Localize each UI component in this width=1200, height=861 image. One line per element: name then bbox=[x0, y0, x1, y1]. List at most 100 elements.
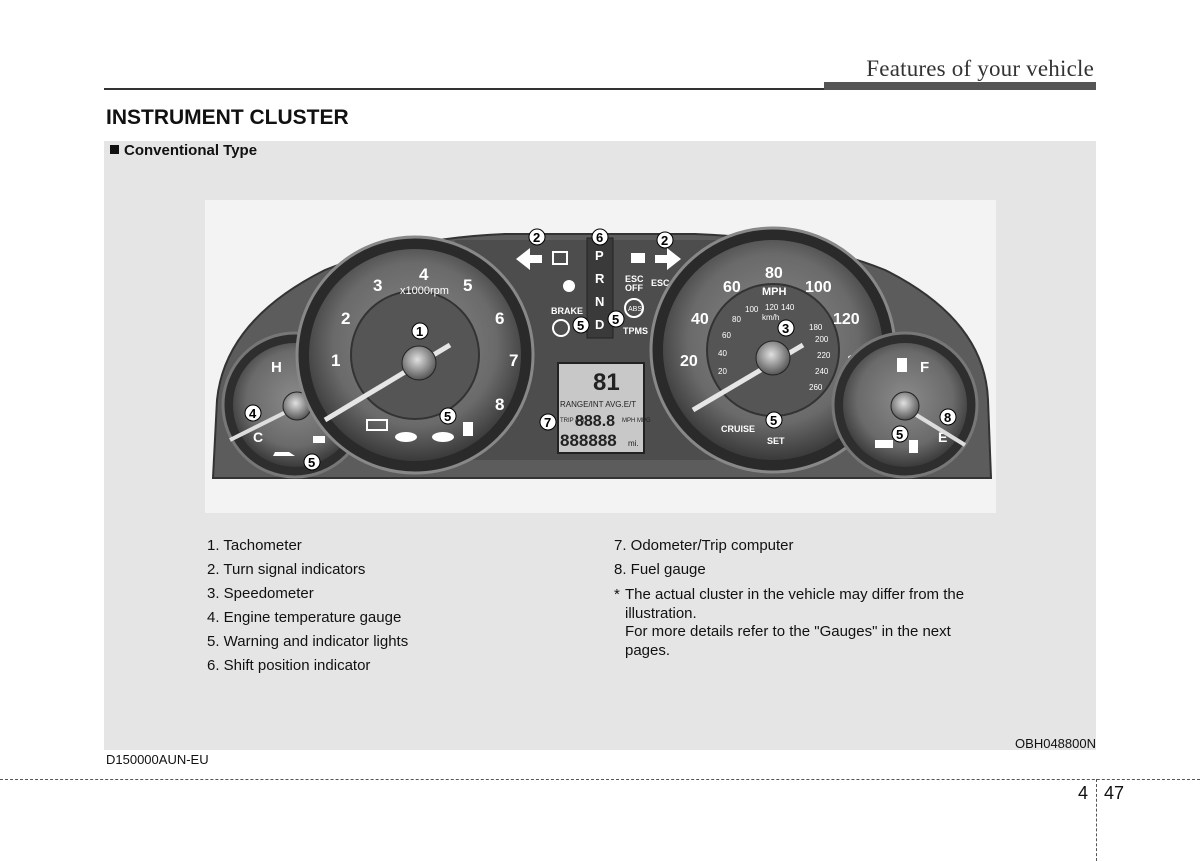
washer-fluid-icon bbox=[875, 440, 893, 448]
svg-text:5: 5 bbox=[444, 409, 451, 424]
trunk-open-icon bbox=[432, 432, 454, 442]
mph-number-80: 80 bbox=[765, 265, 783, 282]
mph-unit-label: MPH bbox=[762, 286, 787, 298]
page-chapter-number: 4 bbox=[1078, 783, 1088, 804]
brake-warning-label: BRAKE bbox=[551, 306, 583, 316]
set-indicator: SET bbox=[767, 436, 785, 446]
svg-text:2: 2 bbox=[533, 230, 540, 245]
svg-text:ABS: ABS bbox=[628, 306, 642, 313]
legend-item: 1. Tachometer bbox=[207, 534, 408, 558]
tach-number-7: 7 bbox=[509, 351, 518, 370]
tach-number-4: 4 bbox=[419, 265, 429, 284]
svg-text:2: 2 bbox=[661, 233, 668, 248]
callout-5-speedo: 5 bbox=[766, 412, 782, 428]
figure-caption: Conventional Type bbox=[110, 142, 257, 159]
gear-n: N bbox=[595, 294, 604, 309]
fuel-full-label: F bbox=[920, 359, 929, 376]
image-code: OBH048800N bbox=[1015, 736, 1096, 751]
lcd-trip-digits: 888.8 bbox=[575, 413, 615, 430]
mph-number-60: 60 bbox=[723, 279, 741, 296]
tach-number-2: 2 bbox=[341, 309, 350, 328]
callout-5-temp: 5 bbox=[304, 454, 320, 470]
tach-number-6: 6 bbox=[495, 309, 504, 328]
chapter-title: Features of your vehicle bbox=[866, 56, 1094, 82]
section-heading: INSTRUMENT CLUSTER bbox=[106, 106, 349, 130]
kmh-number-40: 40 bbox=[718, 349, 727, 358]
callout-7: 7 bbox=[540, 414, 556, 430]
tach-unit-label: x1000rpm bbox=[400, 285, 449, 297]
airbag-warning-icon bbox=[563, 280, 575, 292]
svg-text:5: 5 bbox=[770, 413, 777, 428]
callout-5-abs: 5 bbox=[608, 311, 624, 327]
tach-number-3: 3 bbox=[373, 276, 382, 295]
bullet-square-icon bbox=[110, 145, 119, 154]
kmh-number-140: 140 bbox=[781, 303, 795, 312]
svg-text:5: 5 bbox=[612, 312, 619, 327]
svg-text:OFF: OFF bbox=[625, 283, 643, 293]
svg-text:6: 6 bbox=[596, 230, 603, 245]
kmh-number-180: 180 bbox=[809, 323, 823, 332]
page-footer-divider bbox=[0, 779, 1200, 780]
legend-item: 5. Warning and indicator lights bbox=[207, 630, 408, 654]
svg-text:3: 3 bbox=[782, 321, 789, 336]
header-rule-accent bbox=[824, 82, 1096, 90]
mph-number-40: 40 bbox=[691, 311, 709, 328]
kmh-number-220: 220 bbox=[817, 351, 831, 360]
legend-item: 8. Fuel gauge bbox=[614, 558, 994, 582]
legend-item: 4. Engine temperature gauge bbox=[207, 606, 408, 630]
callout-6: 6 bbox=[592, 229, 608, 245]
lcd-odo-digits: 888888 bbox=[560, 431, 617, 450]
cluster-drawing: H C 1 2 3 4 5 6 7 8 x1000rpm bbox=[205, 200, 996, 513]
kmh-number-240: 240 bbox=[815, 367, 829, 376]
tach-number-8: 8 bbox=[495, 395, 504, 414]
svg-text:1: 1 bbox=[416, 324, 423, 339]
page-number-divider bbox=[1096, 779, 1097, 861]
gear-r: R bbox=[595, 271, 605, 286]
page-number: 47 bbox=[1104, 783, 1124, 804]
callout-8: 8 bbox=[940, 409, 956, 425]
legend-item: 6. Shift position indicator bbox=[207, 654, 408, 678]
kmh-unit-label: km/h bbox=[762, 313, 779, 322]
mph-number-100: 100 bbox=[805, 279, 832, 296]
header-rule bbox=[104, 88, 824, 90]
door-ajar-icon bbox=[395, 432, 417, 442]
legend-item: 7. Odometer/Trip computer bbox=[614, 534, 994, 558]
svg-text:5: 5 bbox=[896, 427, 903, 442]
instrument-cluster-illustration: H C 1 2 3 4 5 6 7 8 x1000rpm bbox=[205, 200, 996, 513]
document-code: D150000AUN-EU bbox=[106, 752, 209, 767]
legend-item: 2. Turn signal indicators bbox=[207, 558, 408, 582]
fuel-gauge: F E bbox=[833, 333, 977, 477]
lcd-odo-unit: mi. bbox=[628, 439, 639, 448]
mph-number-120: 120 bbox=[833, 311, 860, 328]
callout-2-right: 2 bbox=[657, 232, 673, 248]
fuel-pump-icon bbox=[909, 440, 918, 453]
svg-text:5: 5 bbox=[577, 318, 584, 333]
figure-caption-text: Conventional Type bbox=[124, 142, 257, 159]
lcd-mode-line: RANGE/INT AVG.E/T bbox=[560, 400, 636, 409]
tach-number-5: 5 bbox=[463, 276, 472, 295]
callout-5-tpms: 5 bbox=[573, 317, 589, 333]
callout-5-tach: 5 bbox=[440, 408, 456, 424]
svg-text:8: 8 bbox=[944, 410, 951, 425]
svg-text:5: 5 bbox=[308, 455, 315, 470]
engine-check-icon bbox=[313, 436, 325, 443]
svg-text:4: 4 bbox=[249, 406, 257, 421]
kmh-number-80: 80 bbox=[732, 315, 741, 324]
kmh-number-100: 100 bbox=[745, 305, 759, 314]
kmh-number-260: 260 bbox=[809, 383, 823, 392]
cruise-indicator: CRUISE bbox=[721, 424, 755, 434]
kmh-number-60: 60 bbox=[722, 331, 731, 340]
tachometer: 1 2 3 4 5 6 7 8 x1000rpm bbox=[297, 237, 533, 473]
legend-left: 1. Tachometer 2. Turn signal indicators … bbox=[207, 534, 408, 678]
temp-cold-label: C bbox=[253, 429, 263, 445]
legend-item: 3. Speedometer bbox=[207, 582, 408, 606]
note-asterisk: * bbox=[614, 586, 625, 660]
kmh-number-120: 120 bbox=[765, 303, 779, 312]
gear-p: P bbox=[595, 248, 604, 263]
mph-number-20: 20 bbox=[680, 353, 698, 370]
callout-2-left: 2 bbox=[529, 229, 545, 245]
gear-d: D bbox=[595, 317, 604, 332]
tpms-label: TPMS bbox=[623, 326, 648, 336]
kmh-number-200: 200 bbox=[815, 335, 829, 344]
note-text: The actual cluster in the vehicle may di… bbox=[625, 586, 964, 660]
